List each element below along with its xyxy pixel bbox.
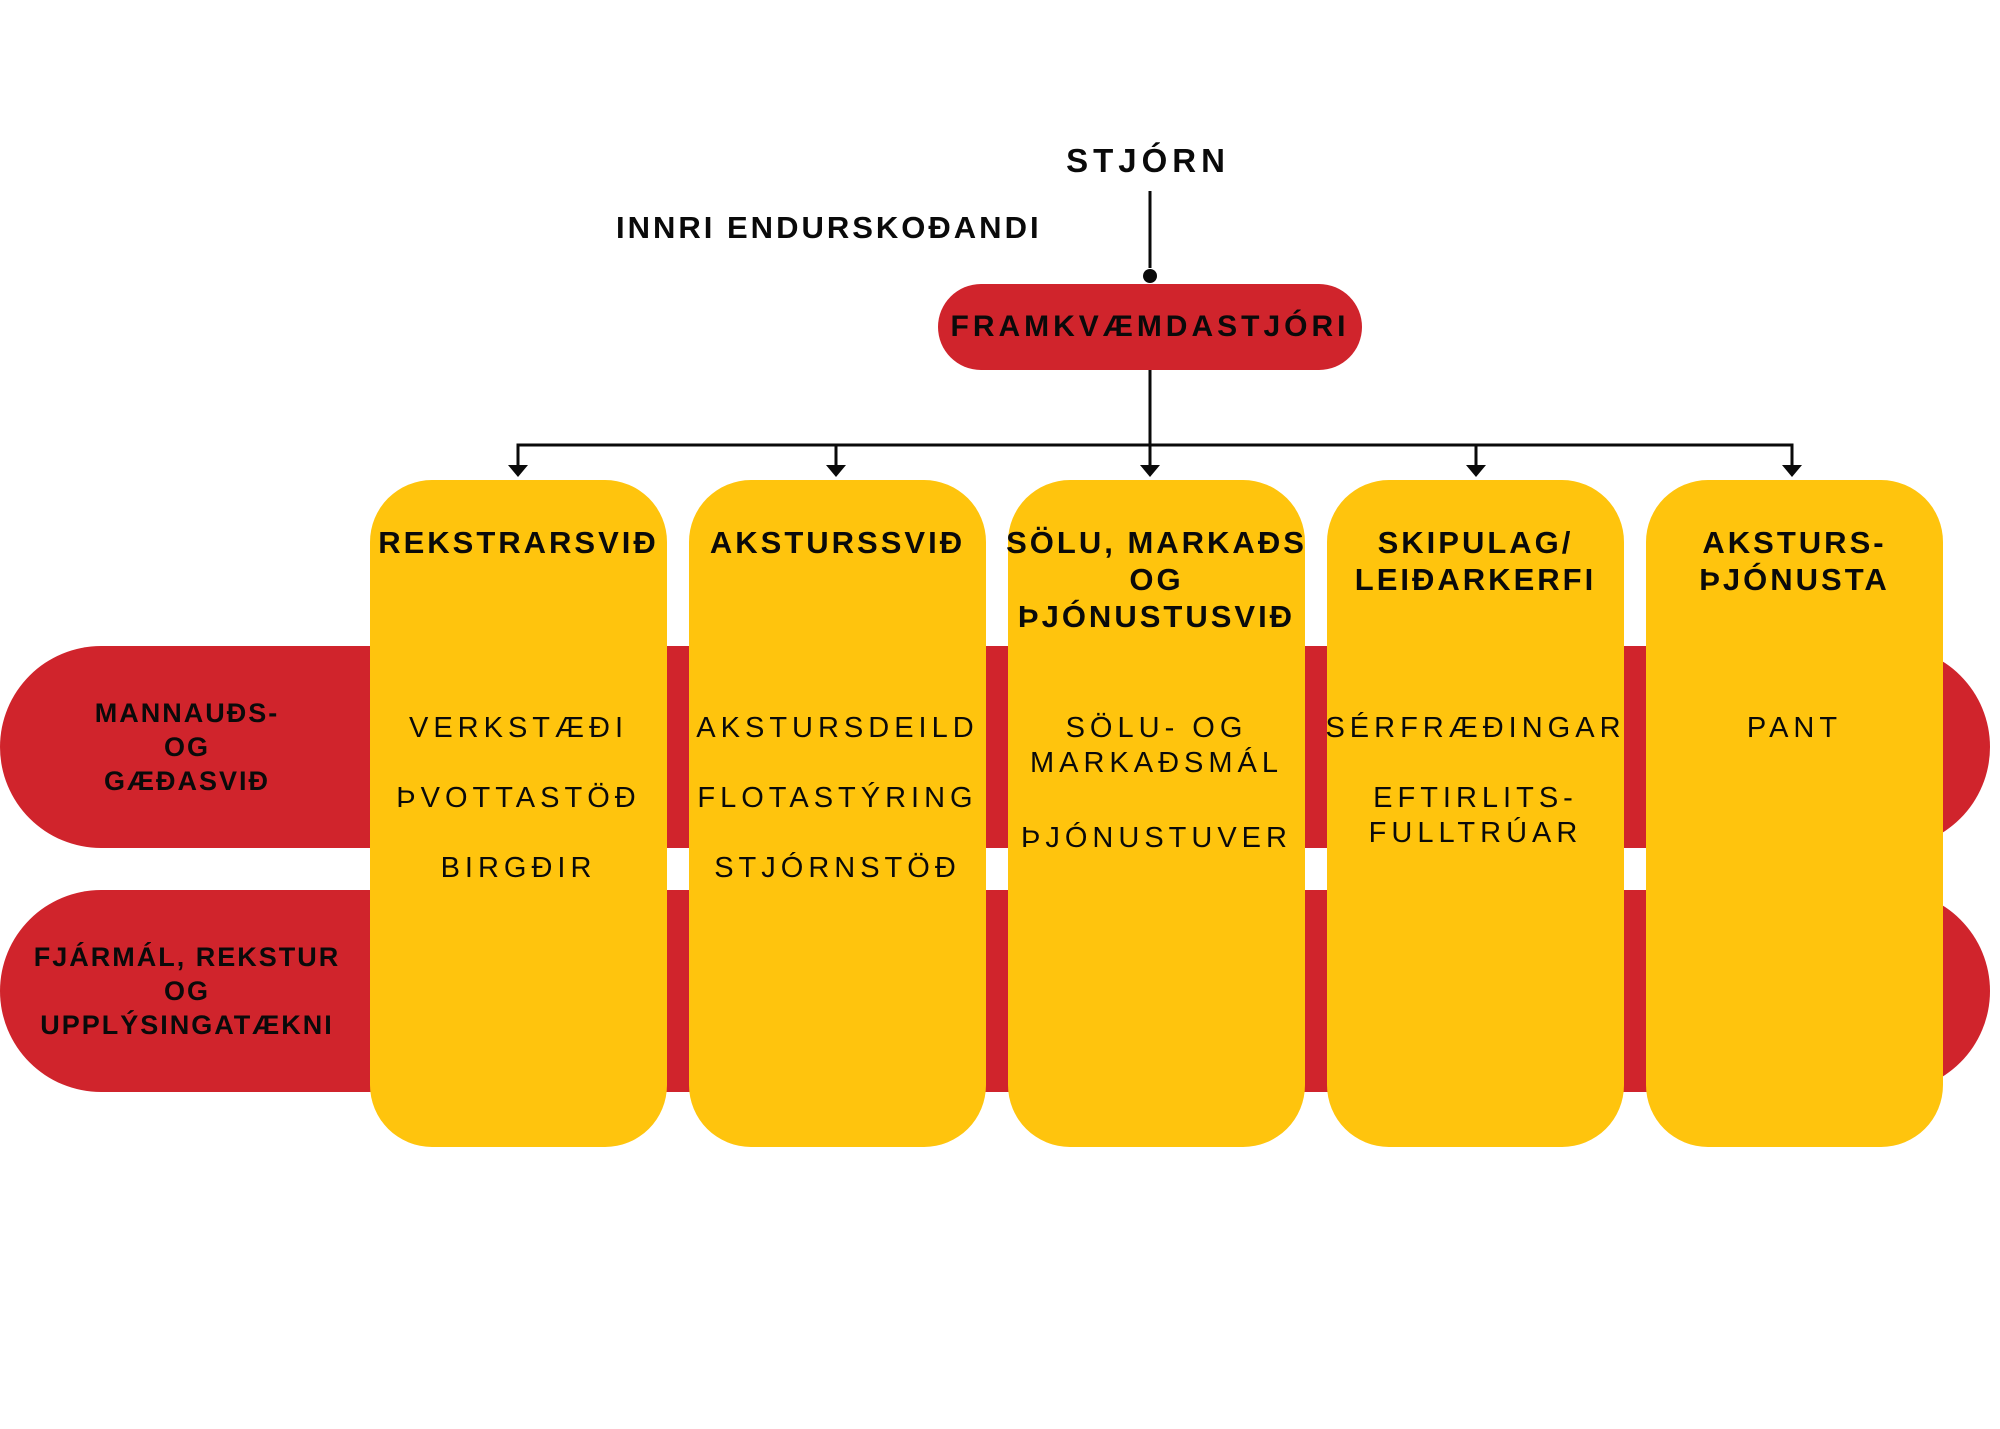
column-title-line: ÞJÓNUSTA: [1699, 562, 1890, 597]
column-title: SÖLU, MARKAÐS OG ÞJÓNUSTUSVIÐ: [998, 524, 1315, 635]
column-item: SÉRFRÆÐINGAR: [1313, 711, 1638, 746]
column-item: VERKSTÆÐI: [356, 711, 681, 746]
connector-dot: [1143, 269, 1157, 283]
column-title-line: OG: [1129, 562, 1184, 597]
arrowhead-icon: [508, 465, 528, 477]
column-item-line: EFTIRLITS-: [1373, 782, 1578, 814]
column-title: REKSTRARSVIÐ: [360, 524, 677, 561]
board-label: STJÓRN: [1066, 142, 1230, 179]
column-akstursvid: AKSTURSSVIÐ AKSTURSDEILD FLOTASTÝRING ST…: [689, 480, 986, 1147]
column-item: BIRGÐIR: [356, 851, 681, 886]
column-title-line: ÞJÓNUSTUSVIÐ: [1017, 599, 1296, 634]
column-item-line: SÉRFRÆÐINGAR: [1325, 712, 1626, 744]
band-hr-quality-label: MANNAUÐS- OG GÆÐASVIÐ: [0, 646, 374, 848]
column-item-line: STJÓRNSTÖÐ: [714, 852, 961, 884]
column-aksturs-thjonusta: AKSTURS- ÞJÓNUSTA PANT: [1646, 480, 1943, 1147]
column-item-line: AKSTURSDEILD: [696, 712, 979, 744]
column-title: AKSTURS- ÞJÓNUSTA: [1636, 524, 1953, 598]
column-item: ÞJÓNUSTUVER: [994, 821, 1319, 856]
column-title: AKSTURSSVIÐ: [679, 524, 996, 561]
column-title-line: LEIÐARKERFI: [1354, 562, 1597, 597]
band-label-line: GÆÐASVIÐ: [103, 766, 271, 796]
column-item-line: ÞJÓNUSTUVER: [1021, 822, 1292, 854]
column-rekstrarsvid: REKSTRARSVIÐ VERKSTÆÐI ÞVOTTASTÖÐ BIRGÐI…: [370, 480, 667, 1147]
column-item: SÖLU- OG MARKAÐSMÁL: [994, 711, 1319, 781]
column-solu-markads-thjonustusvid: SÖLU, MARKAÐS OG ÞJÓNUSTUSVIÐ SÖLU- OG M…: [1006, 480, 1305, 1147]
arrowhead-icon: [826, 465, 846, 477]
column-skipulag-leidarkerfi: SKIPULAG/ LEIÐARKERFI SÉRFRÆÐINGAR EFTIR…: [1325, 480, 1624, 1147]
band-label-line: UPPLÝSINGATÆKNI: [40, 1010, 334, 1040]
ceo-label: FRAMKVÆMDASTJÓRI: [950, 310, 1350, 343]
band-label-line: OG: [163, 976, 210, 1006]
column-title-line: AKSTURS-: [1702, 525, 1887, 560]
band-label-line: OG: [163, 732, 210, 762]
column-item-line: PANT: [1746, 712, 1843, 744]
column-title-line: REKSTRARSVIÐ: [378, 525, 659, 560]
column-title-line: SÖLU, MARKAÐS: [1006, 525, 1307, 560]
column-item: AKSTURSDEILD: [675, 711, 1000, 746]
arrow-drop-5: [1782, 443, 1802, 477]
column-item: EFTIRLITS- FULLTRÚAR: [1313, 781, 1638, 851]
column-title: SKIPULAG/ LEIÐARKERFI: [1317, 524, 1634, 598]
column-item: STJÓRNSTÖÐ: [675, 851, 1000, 886]
column-title-line: SKIPULAG/: [1377, 525, 1574, 560]
band-label-line: FJÁRMÁL, REKSTUR: [33, 942, 341, 972]
arrow-drop-3: [1140, 443, 1160, 477]
arrow-drop-4: [1466, 443, 1486, 477]
arrowhead-icon: [1140, 465, 1160, 477]
arrow-drop-1: [508, 443, 528, 477]
band-finance-it-label: FJÁRMÁL, REKSTUR OG UPPLÝSINGATÆKNI: [0, 890, 374, 1092]
column-item: ÞVOTTASTÖÐ: [356, 781, 681, 816]
arrowhead-icon: [1782, 465, 1802, 477]
column-item-line: FULLTRÚAR: [1368, 817, 1583, 849]
ceo-node: FRAMKVÆMDASTJÓRI: [938, 284, 1362, 370]
column-item-line: ÞVOTTASTÖÐ: [396, 782, 641, 814]
column-title-line: AKSTURSSVIÐ: [709, 525, 966, 560]
arrow-drop-2: [826, 443, 846, 477]
arrowhead-icon: [1466, 465, 1486, 477]
internal-auditor-label: INNRI ENDURSKOÐANDI: [616, 210, 1042, 245]
column-item: PANT: [1632, 711, 1957, 746]
column-item-line: BIRGÐIR: [440, 852, 597, 884]
column-item: FLOTASTÝRING: [675, 781, 1000, 816]
column-item-line: MARKAÐSMÁL: [1029, 747, 1284, 779]
band-label-line: MANNAUÐS-: [94, 698, 280, 728]
column-item-line: FLOTASTÝRING: [697, 782, 978, 814]
column-item-line: SÖLU- OG: [1065, 712, 1248, 744]
column-item-line: VERKSTÆÐI: [408, 712, 629, 744]
